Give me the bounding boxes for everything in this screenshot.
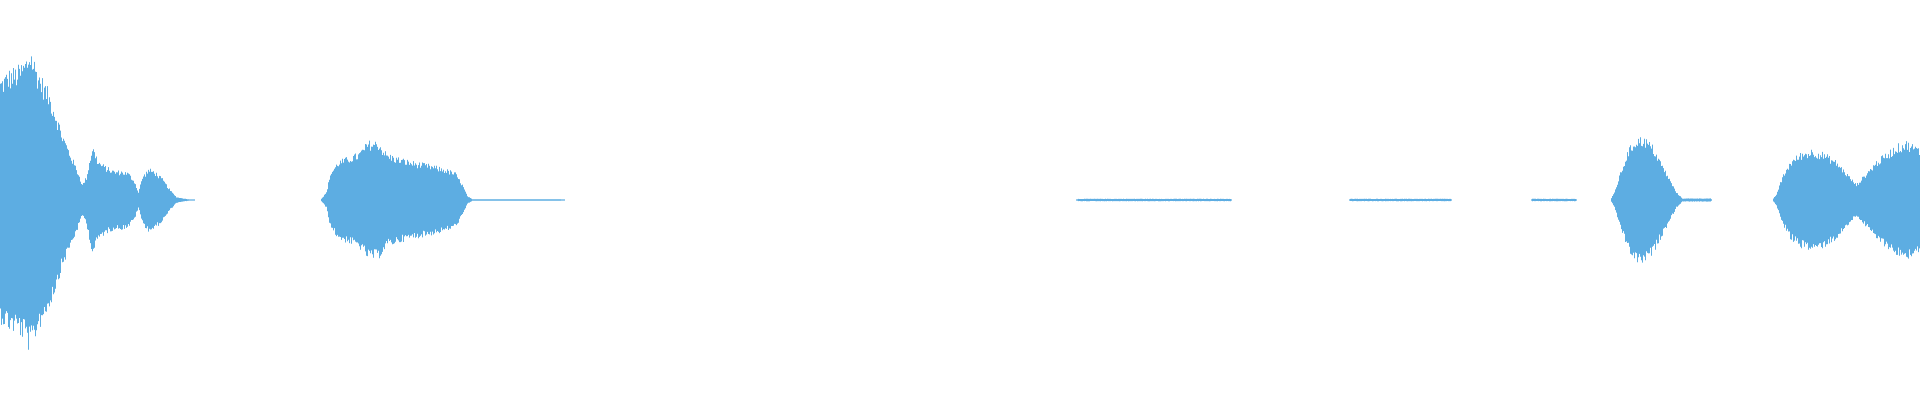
waveform-path xyxy=(0,56,1920,350)
waveform-samples xyxy=(0,56,1920,350)
